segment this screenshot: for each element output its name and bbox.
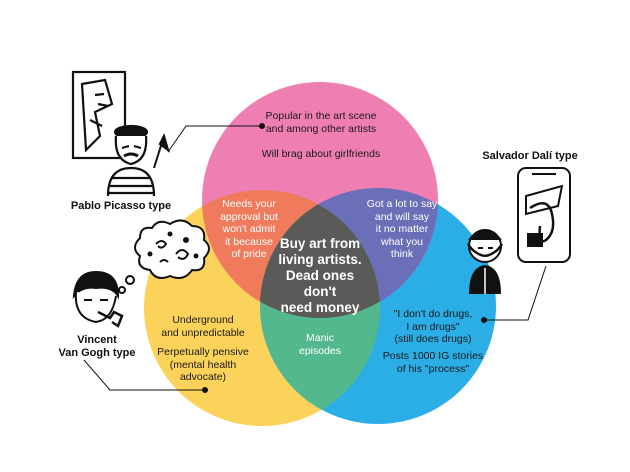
top-label-2: Will brag about girlfriends: [261, 148, 381, 160]
vangogh-pipe-thought-cloud-icon: [72, 219, 210, 328]
blue-label-1: "I don't do drugs, I am drugs" (still do…: [393, 308, 473, 345]
connector-dot-vangogh: [202, 387, 208, 393]
yellow-blue-label: Manic episodes: [298, 332, 342, 357]
dali-smartphone-moustache-icon: [466, 167, 571, 295]
yellow-label-1: Underground and unpredictable: [161, 314, 245, 339]
pink-yellow-label: Needs your approval but won't admit it b…: [220, 198, 278, 260]
pink-blue-label: Got a lot to say and will say it no matt…: [366, 198, 438, 260]
connector-vangogh: [83, 359, 205, 391]
center-label: Buy art from living artists. Dead ones d…: [278, 236, 362, 315]
vangogh-type-label: Vincent Van Gogh type: [58, 334, 136, 359]
dali-type-label: Salvador Dalí type: [482, 150, 578, 162]
connector-dali: [484, 265, 547, 321]
blue-label-2: Posts 1000 IG stories of his "process": [382, 350, 484, 375]
connector-dot-dali: [481, 317, 487, 323]
connector-picasso: [167, 125, 262, 153]
picasso-cubist-portrait-icon: [71, 70, 170, 197]
connector-dot-picasso: [259, 123, 265, 129]
picasso-type-label: Pablo Picasso type: [70, 200, 172, 212]
yellow-label-2: Perpetually pensive (mental health advoc…: [157, 346, 249, 383]
top-label-1: Popular in the art scene and among other…: [265, 110, 377, 135]
